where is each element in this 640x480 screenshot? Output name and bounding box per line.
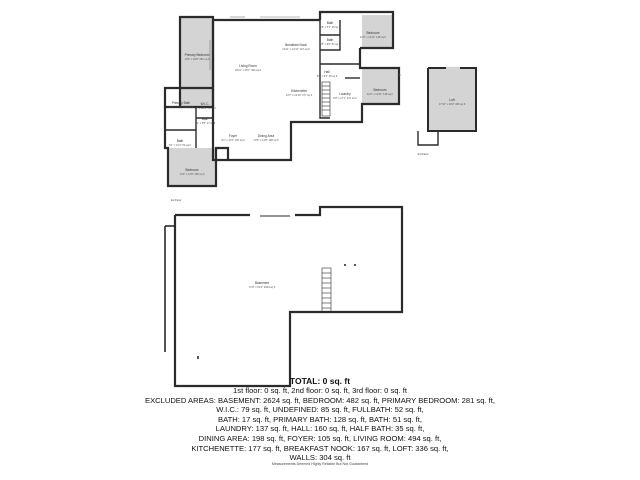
primary-bedroom-room [180, 17, 213, 107]
basement-labels: Basement 71'8" x 51'0" 2624 sq ft [249, 281, 276, 289]
summary-line: BATH: 17 sq. ft, PRIMARY BATH: 128 sq. f… [218, 414, 422, 424]
room-dims: 3'1" x 5'5" 17 sq ft [195, 121, 216, 125]
room-dims: 11'6" x 12'11" 148 sq ft [360, 35, 386, 39]
room-name: Primary Bath [172, 101, 191, 105]
room-name: Bath [327, 38, 334, 42]
room-name: Breakfast Nook [285, 43, 307, 47]
floor-label-third: 3rd Floor [417, 152, 428, 156]
room-dims: 9'1" x 11'6" 105 sq ft [221, 138, 245, 142]
room-dims: 5'8" x 9'0" 51 sq ft [320, 42, 341, 46]
total-area: TOTAL: 0 sq. ft [289, 376, 351, 386]
room-name: Living Room [239, 64, 257, 68]
room-dims: 17'10" x 20'0" 336 sq ft [439, 102, 466, 106]
room-dims: 5'8" x 6'1" 35 sq ft [317, 74, 338, 78]
room-dims: 13'0" x 14'0" 186 sq ft [180, 172, 205, 176]
room-name: Foyer [229, 134, 238, 138]
summary-line: DINING AREA: 198 sq. ft, FOYER: 105 sq. … [198, 433, 442, 443]
disclaimer: Measurements Deemed Highly Reliable But … [271, 462, 369, 466]
summary-line: WALLS: 304 sq. ft [289, 453, 351, 463]
room-dims: 13'6" x 20'8" 281 sq ft [185, 57, 210, 61]
room-name: W.I.C. [201, 102, 210, 106]
third-floor-plan [417, 66, 477, 146]
room-dims: 12'11" x 12'11" 167 sq ft [282, 47, 310, 51]
first-floor-labels: Primary Bedroom 13'6" x 20'8" 281 sq ft … [169, 21, 394, 202]
summary-line: LAUNDRY: 137 sq. ft, HALL: 160 sq. ft, H… [215, 424, 425, 434]
room-name: Bedroom [374, 88, 387, 92]
bedroom-room-a [362, 15, 393, 48]
summary-line: KITCHENETTE: 177 sq. ft, BREAKFAST NOOK:… [191, 443, 449, 453]
room-name: Bedroom [186, 168, 199, 172]
room-name: Primary Bedroom [185, 53, 210, 57]
bedroom-room-b [362, 68, 399, 104]
room-name: Dining Area [258, 134, 275, 138]
room-dims: 6'8" x 5'1" 35 sq ft [320, 25, 341, 29]
third-floor-labels: Loft 17'10" x 20'0" 336 sq ft 3rd Floor [417, 98, 465, 156]
room-name: Hall [324, 70, 330, 74]
room-name: Loft [449, 98, 454, 102]
room-name: Bath [327, 21, 334, 25]
stairs-basement [321, 267, 332, 313]
bedroom-room-c [168, 148, 216, 186]
first-floor-plan [163, 10, 401, 188]
summary-line: EXCLUDED AREAS: BASEMENT: 2624 sq. ft, B… [145, 395, 495, 405]
room-dims: 8'0" x 17'1" 137 sq ft [333, 96, 357, 100]
room-name: Basement [255, 281, 269, 285]
room-dims: 11'6" x 12'11" 148 sq ft [367, 92, 393, 96]
area-summary: 1st floor: 0 sq. ft, 2nd floor: 0 sq. ft… [0, 386, 640, 463]
summary-line: 1st floor: 0 sq. ft, 2nd floor: 0 sq. ft… [233, 386, 407, 395]
room-dims: 71'8" x 51'0" 2624 sq ft [249, 285, 276, 289]
room-dims: 5'1" x 10'1" 52 sq ft [169, 143, 191, 147]
floor-label-first: 1st Floor [171, 198, 182, 202]
room-name: Bedroom [367, 31, 380, 35]
room-dims: 18'11" x 25'7" 494 sq ft [235, 68, 261, 72]
room-dims: 13'7" x 12'10" 177 sq ft [286, 93, 313, 97]
summary-line: W.I.C.: 79 sq. ft, UNDEFINED: 85 sq. ft,… [216, 405, 424, 415]
room-name: Laundry [339, 92, 351, 96]
room-name: Bath [202, 117, 209, 121]
stairs-first-floor [321, 81, 331, 117]
room-dims: 7'7" x 10'5" 79 sq ft [194, 106, 216, 110]
room-name: Bath [177, 139, 184, 143]
room-dims: 13'6" x 14'8" 198 sq ft [254, 138, 279, 142]
room-dims: 11'5" x 11'2" 128 sq ft [169, 105, 194, 109]
room-name: Kitchenette [291, 89, 307, 93]
basement-plan [164, 205, 404, 388]
